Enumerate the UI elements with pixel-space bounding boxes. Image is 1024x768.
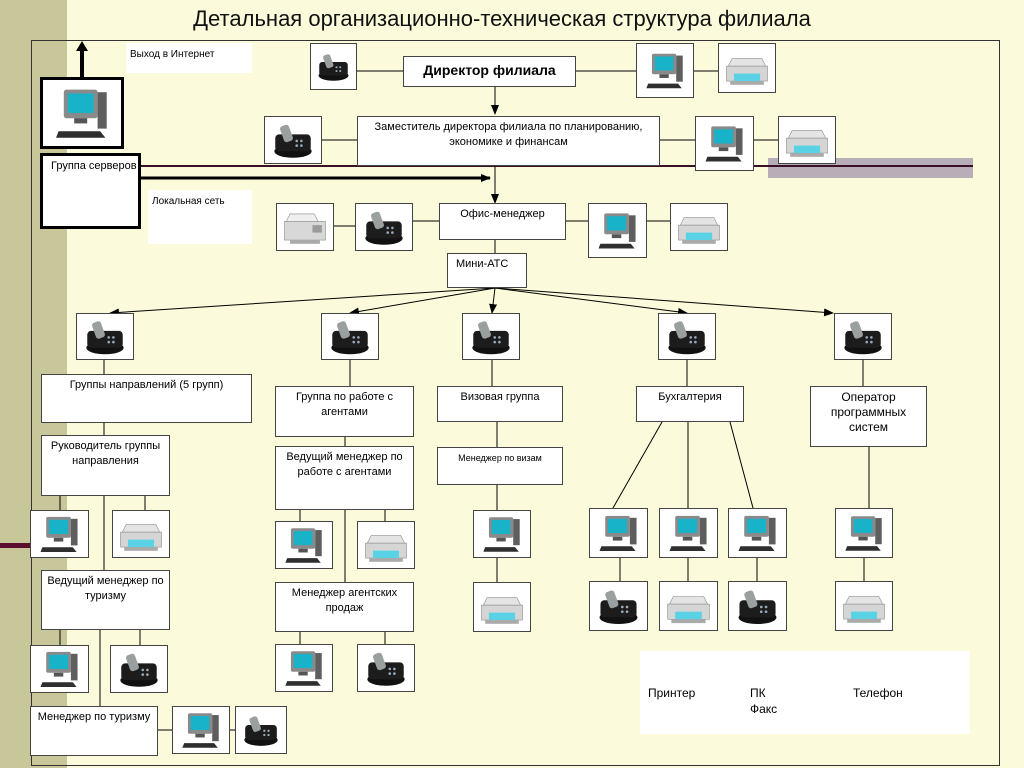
pc-icon	[30, 510, 89, 558]
phone-icon	[355, 203, 413, 251]
operator-box: Оператор программных систем	[810, 386, 927, 447]
phone-icon	[264, 116, 322, 164]
accent-stripe	[0, 543, 36, 548]
phone-icon	[110, 645, 168, 693]
printer-icon	[835, 581, 893, 631]
server-pc-icon	[40, 77, 124, 149]
legend-fax: Факс	[750, 702, 778, 716]
printer-icon	[357, 521, 415, 569]
page-title: Детальная организационно-техническая стр…	[193, 6, 811, 31]
office-manager-box: Офис-менеджер	[439, 203, 566, 240]
phone-icon	[589, 581, 648, 631]
pc-icon	[30, 645, 89, 693]
pc-icon	[588, 203, 647, 258]
phone-icon	[76, 313, 134, 360]
printer-icon	[718, 43, 776, 93]
deputy-box: Заместитель директора филиала по планиро…	[357, 116, 660, 166]
phone-icon	[658, 313, 716, 360]
pc-icon	[835, 508, 893, 558]
directions-box: Группы направлений (5 групп)	[41, 374, 252, 423]
printer-icon	[670, 203, 728, 251]
lead-tourism-box: Ведущий менеджер по туризму	[41, 570, 170, 630]
legend-pc: ПК	[750, 686, 766, 700]
pc-icon	[275, 644, 333, 692]
visa-group-box: Визовая группа	[437, 386, 563, 422]
diagram-frame	[31, 40, 1000, 766]
phone-icon	[310, 43, 357, 90]
mini-pbx-box: Мини-АТС	[447, 253, 527, 288]
tourism-manager-box: Менеджер по туризму	[30, 706, 158, 756]
phone-icon	[357, 644, 415, 692]
pc-icon	[659, 508, 718, 558]
phone-icon	[462, 313, 520, 360]
internet-note: Выход в Интернет	[126, 43, 252, 73]
pc-icon	[728, 508, 787, 558]
lead-agents-box: Ведущий менеджер по работе с агентами	[275, 446, 414, 510]
pc-icon	[636, 43, 694, 98]
phone-icon	[235, 706, 287, 754]
phone-icon	[728, 581, 787, 631]
fax-icon	[276, 203, 334, 251]
direction-head-box: Руководитель группы направления	[41, 435, 170, 496]
phone-icon	[321, 313, 379, 360]
pc-icon	[172, 706, 230, 754]
pc-icon	[473, 510, 531, 558]
phone-icon	[834, 313, 892, 360]
agent-sales-box: Менеджер агентских продаж	[275, 582, 414, 632]
pc-icon	[589, 508, 648, 558]
printer-icon	[112, 510, 170, 558]
pc-icon	[275, 521, 333, 569]
printer-icon	[659, 581, 718, 631]
server-group: Группа серверов	[40, 153, 141, 229]
legend-printer: Принтер	[648, 686, 696, 700]
printer-icon	[473, 582, 531, 632]
director-box: Директор филиала	[403, 56, 576, 87]
printer-icon	[778, 116, 836, 164]
lan-note: Локальная сеть	[148, 190, 252, 244]
agents-group-box: Группа по работе с агентами	[275, 386, 414, 437]
accounting-box: Бухгалтерия	[636, 386, 744, 422]
visa-manager-box: Менеджер по визам	[437, 447, 563, 485]
legend-phone: Телефон	[853, 686, 903, 700]
legend: Принтер ПК Факс Телефон	[640, 651, 970, 734]
pc-icon	[695, 116, 754, 171]
